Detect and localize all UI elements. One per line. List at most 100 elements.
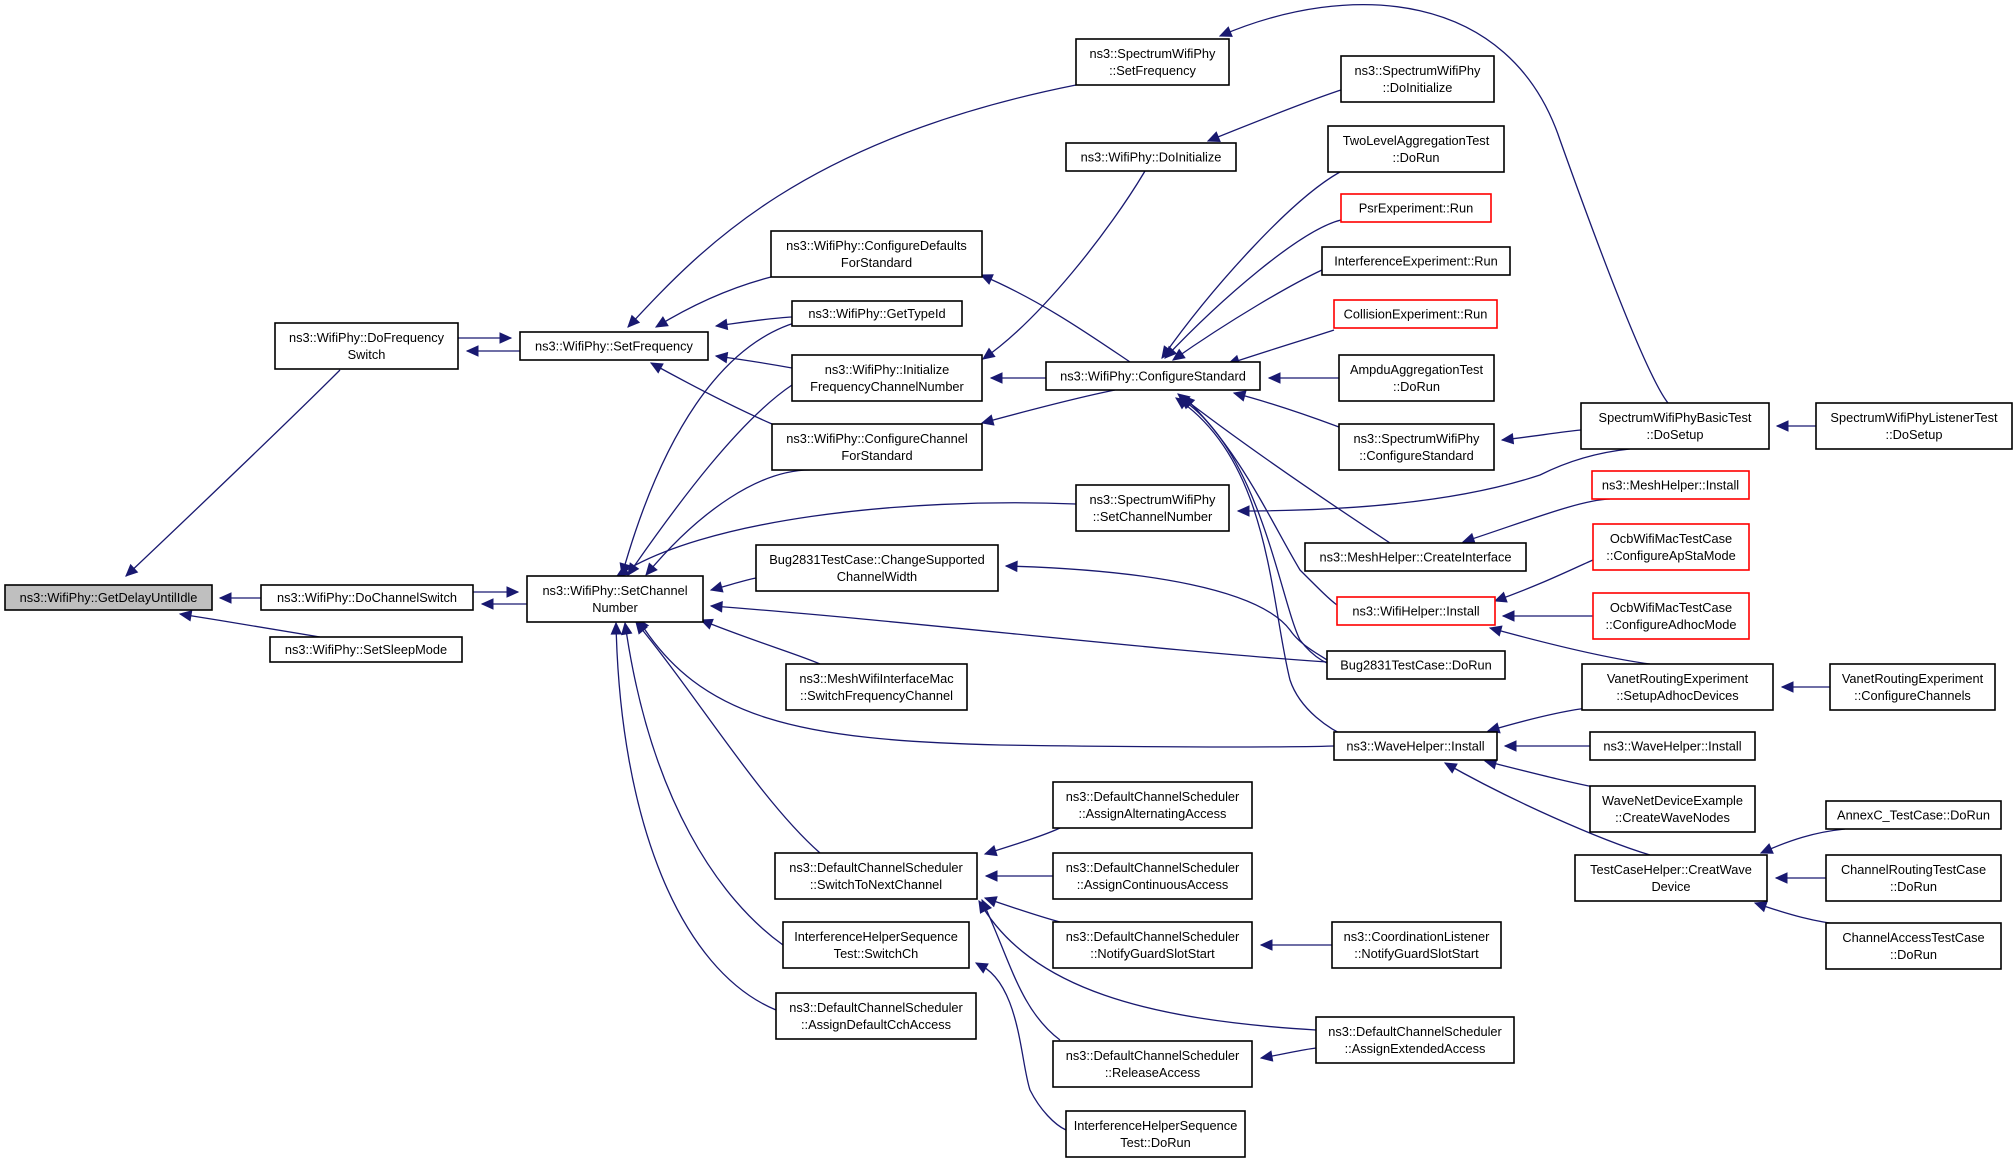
- node-setfreq[interactable]: ns3::WifiPhy::SetFrequency: [519, 331, 709, 361]
- arrowhead: [974, 962, 989, 974]
- node-wifidoinit[interactable]: ns3::WifiPhy::DoInitialize: [1065, 142, 1237, 172]
- node-label-line: ::DoRun: [1890, 947, 1937, 962]
- edge-dcsguard-to-dcsswitch: [983, 896, 1061, 923]
- edge-bugdorun-to-bugchange: [1004, 560, 1328, 661]
- node-box: [1321, 246, 1511, 276]
- node-initfreq[interactable]: ns3::WifiPhy::InitializeFrequencyChannel…: [791, 354, 983, 402]
- node-label-line: ns3::WifiPhy::DoChannelSwitch: [277, 590, 457, 605]
- edge-ocbadhoc-to-wifihelper: [1501, 610, 1593, 622]
- node-label-line: ::DoInitialize: [1383, 80, 1453, 95]
- node-box: [775, 992, 977, 1040]
- edge-line: [179, 613, 321, 638]
- node-specsetfreq[interactable]: ns3::SpectrumWifiPhy::SetFrequency: [1075, 38, 1230, 86]
- node-gettypeid[interactable]: ns3::WifiPhy::GetTypeId: [791, 300, 963, 327]
- node-label-line: ns3::WifiPhy::ConfigureDefaults: [786, 238, 967, 253]
- edge-twolevel-to-confstandard: [1161, 171, 1341, 359]
- node-interfexp[interactable]: InterferenceExperiment::Run: [1321, 246, 1511, 276]
- node-label-line: ns3::WifiPhy::DoInitialize: [1081, 150, 1222, 165]
- edge-confchannel-to-setchan: [645, 469, 811, 576]
- node-label-line: ::SetupAdhocDevices: [1616, 688, 1738, 703]
- node-label-line: ns3::WaveHelper::Install: [1346, 739, 1484, 754]
- node-dcsguard[interactable]: ns3::DefaultChannelScheduler::NotifyGuar…: [1052, 921, 1253, 969]
- node-setsleep[interactable]: ns3::WifiPhy::SetSleepMode: [269, 636, 463, 663]
- node-ampdu[interactable]: AmpduAggregationTest::DoRun: [1338, 354, 1495, 402]
- node-speclistener[interactable]: SpectrumWifiPhyListenerTest::DoSetup: [1815, 402, 2013, 450]
- node-vanetconf[interactable]: VanetRoutingExperiment::ConfigureChannel…: [1829, 663, 1996, 711]
- node-bugchange[interactable]: Bug2831TestCase::ChangeSupportedChannelW…: [755, 544, 999, 592]
- arrowhead: [1500, 432, 1515, 445]
- node-wavehelper2[interactable]: ns3::WaveHelper::Install: [1589, 731, 1756, 761]
- node-annexc[interactable]: AnnexC_TestCase::DoRun: [1825, 800, 2002, 830]
- arrowhead: [610, 621, 623, 635]
- arrowhead: [627, 314, 641, 328]
- node-label-line: ns3::SpectrumWifiPhy: [1090, 46, 1216, 61]
- edge-ihsswitch-to-setchan: [621, 621, 784, 946]
- arrowhead: [649, 362, 664, 374]
- edge-line: [1227, 329, 1335, 365]
- node-label-line: ns3::WifiPhy::Initialize: [825, 362, 949, 377]
- node-ocbadhoc[interactable]: OcbWifiMacTestCase::ConfigureAdhocMode: [1592, 592, 1750, 640]
- node-label-line: OcbWifiMacTestCase: [1610, 531, 1732, 546]
- edge-specbasic-to-specsetfreq: [1218, 3, 1669, 404]
- node-setchan[interactable]: ns3::WifiPhy::SetChannelNumber: [526, 575, 704, 623]
- edge-testcasehelper-to-wavehelper: [1443, 762, 1651, 856]
- edge-line: [978, 900, 1317, 1031]
- node-collision[interactable]: CollisionExperiment::Run: [1333, 299, 1498, 329]
- node-confchannel[interactable]: ns3::WifiPhy::ConfigureChannelForStandar…: [771, 423, 983, 471]
- node-wavenet[interactable]: WaveNetDeviceExample::CreateWaveNodes: [1589, 785, 1756, 833]
- node-getdelay[interactable]: ns3::WifiPhy::GetDelayUntilIdle: [4, 584, 213, 611]
- edge-line: [635, 621, 821, 854]
- arrowhead: [654, 316, 669, 328]
- node-dcsalt[interactable]: ns3::DefaultChannelScheduler::AssignAlte…: [1052, 781, 1253, 829]
- edge-line: [616, 502, 1077, 577]
- node-dcsextended[interactable]: ns3::DefaultChannelScheduler::AssignExte…: [1315, 1016, 1515, 1064]
- node-twolevel[interactable]: TwoLevelAggregationTest::DoRun: [1327, 125, 1505, 173]
- edge-gettypeid-to-setfreq: [714, 316, 793, 331]
- node-dcsrelease[interactable]: ns3::DefaultChannelScheduler::ReleaseAcc…: [1052, 1040, 1253, 1088]
- edge-confchannel-to-confstandard: [980, 389, 1116, 426]
- node-label-line: ::DoRun: [1890, 879, 1937, 894]
- node-chanaccess[interactable]: ChannelAccessTestCase::DoRun: [1825, 922, 2002, 970]
- arrowhead: [1206, 131, 1221, 143]
- node-meshcreate[interactable]: ns3::MeshHelper::CreateInterface: [1304, 542, 1527, 572]
- node-specbasic[interactable]: SpectrumWifiPhyBasicTest::DoSetup: [1580, 402, 1770, 450]
- node-specdoinit[interactable]: ns3::SpectrumWifiPhy::DoInitialize: [1340, 55, 1495, 103]
- arrowhead: [1164, 345, 1178, 359]
- arrowhead: [1267, 372, 1281, 384]
- edge-dcsalt-to-dcsswitch: [983, 827, 1061, 857]
- node-confdefaults[interactable]: ns3::WifiPhy::ConfigureDefaultsForStanda…: [770, 230, 983, 278]
- node-label-line: ns3::SpectrumWifiPhy: [1090, 492, 1216, 507]
- node-confstandard[interactable]: ns3::WifiPhy::ConfigureStandard: [1045, 361, 1261, 391]
- node-wifihelper[interactable]: ns3::WifiHelper::Install: [1336, 596, 1496, 626]
- node-dcsswitch[interactable]: ns3::DefaultChannelScheduler::SwitchToNe…: [774, 852, 978, 900]
- node-psr[interactable]: PsrExperiment::Run: [1340, 193, 1492, 223]
- node-dochanswitch[interactable]: ns3::WifiPhy::DoChannelSwitch: [260, 584, 474, 611]
- node-specconfstd[interactable]: ns3::SpectrumWifiPhy::ConfigureStandard: [1338, 423, 1495, 471]
- node-specsetchan[interactable]: ns3::SpectrumWifiPhy::SetChannelNumber: [1075, 484, 1230, 532]
- arrowhead: [506, 586, 520, 598]
- edge-line: [1219, 3, 1669, 404]
- node-bugdorun[interactable]: Bug2831TestCase::DoRun: [1326, 650, 1506, 680]
- node-meshinstall[interactable]: ns3::MeshHelper::Install: [1591, 470, 1750, 500]
- edge-dochanswitch-to-getdelay: [218, 592, 261, 604]
- node-dcscont[interactable]: ns3::DefaultChannelScheduler::AssignCont…: [1052, 852, 1253, 900]
- node-coordguard[interactable]: ns3::CoordinationListener::NotifyGuardSl…: [1331, 921, 1502, 969]
- node-label-line: Number: [592, 600, 638, 615]
- arrowhead: [984, 870, 998, 882]
- node-vanetsetup[interactable]: VanetRoutingExperiment::SetupAdhocDevice…: [1581, 663, 1774, 711]
- node-wavehelper[interactable]: ns3::WaveHelper::Install: [1333, 731, 1498, 761]
- node-dcsdefault[interactable]: ns3::DefaultChannelScheduler::AssignDefa…: [775, 992, 977, 1040]
- node-chanrouting[interactable]: ChannelRoutingTestCase::DoRun: [1825, 854, 2002, 902]
- node-ocbapsta[interactable]: OcbWifiMacTestCase::ConfigureApStaMode: [1592, 523, 1750, 571]
- edge-line: [1501, 429, 1582, 441]
- node-box: [1304, 542, 1527, 572]
- node-box: [1592, 592, 1750, 640]
- node-label-line: SpectrumWifiPhyListenerTest: [1830, 410, 1998, 425]
- node-meshmac[interactable]: ns3::MeshWifiInterfaceMac::SwitchFrequen…: [785, 663, 968, 711]
- edge-dcsdefault-to-setchan: [610, 621, 777, 1011]
- edge-specbasic-to-specconfstd: [1500, 429, 1582, 445]
